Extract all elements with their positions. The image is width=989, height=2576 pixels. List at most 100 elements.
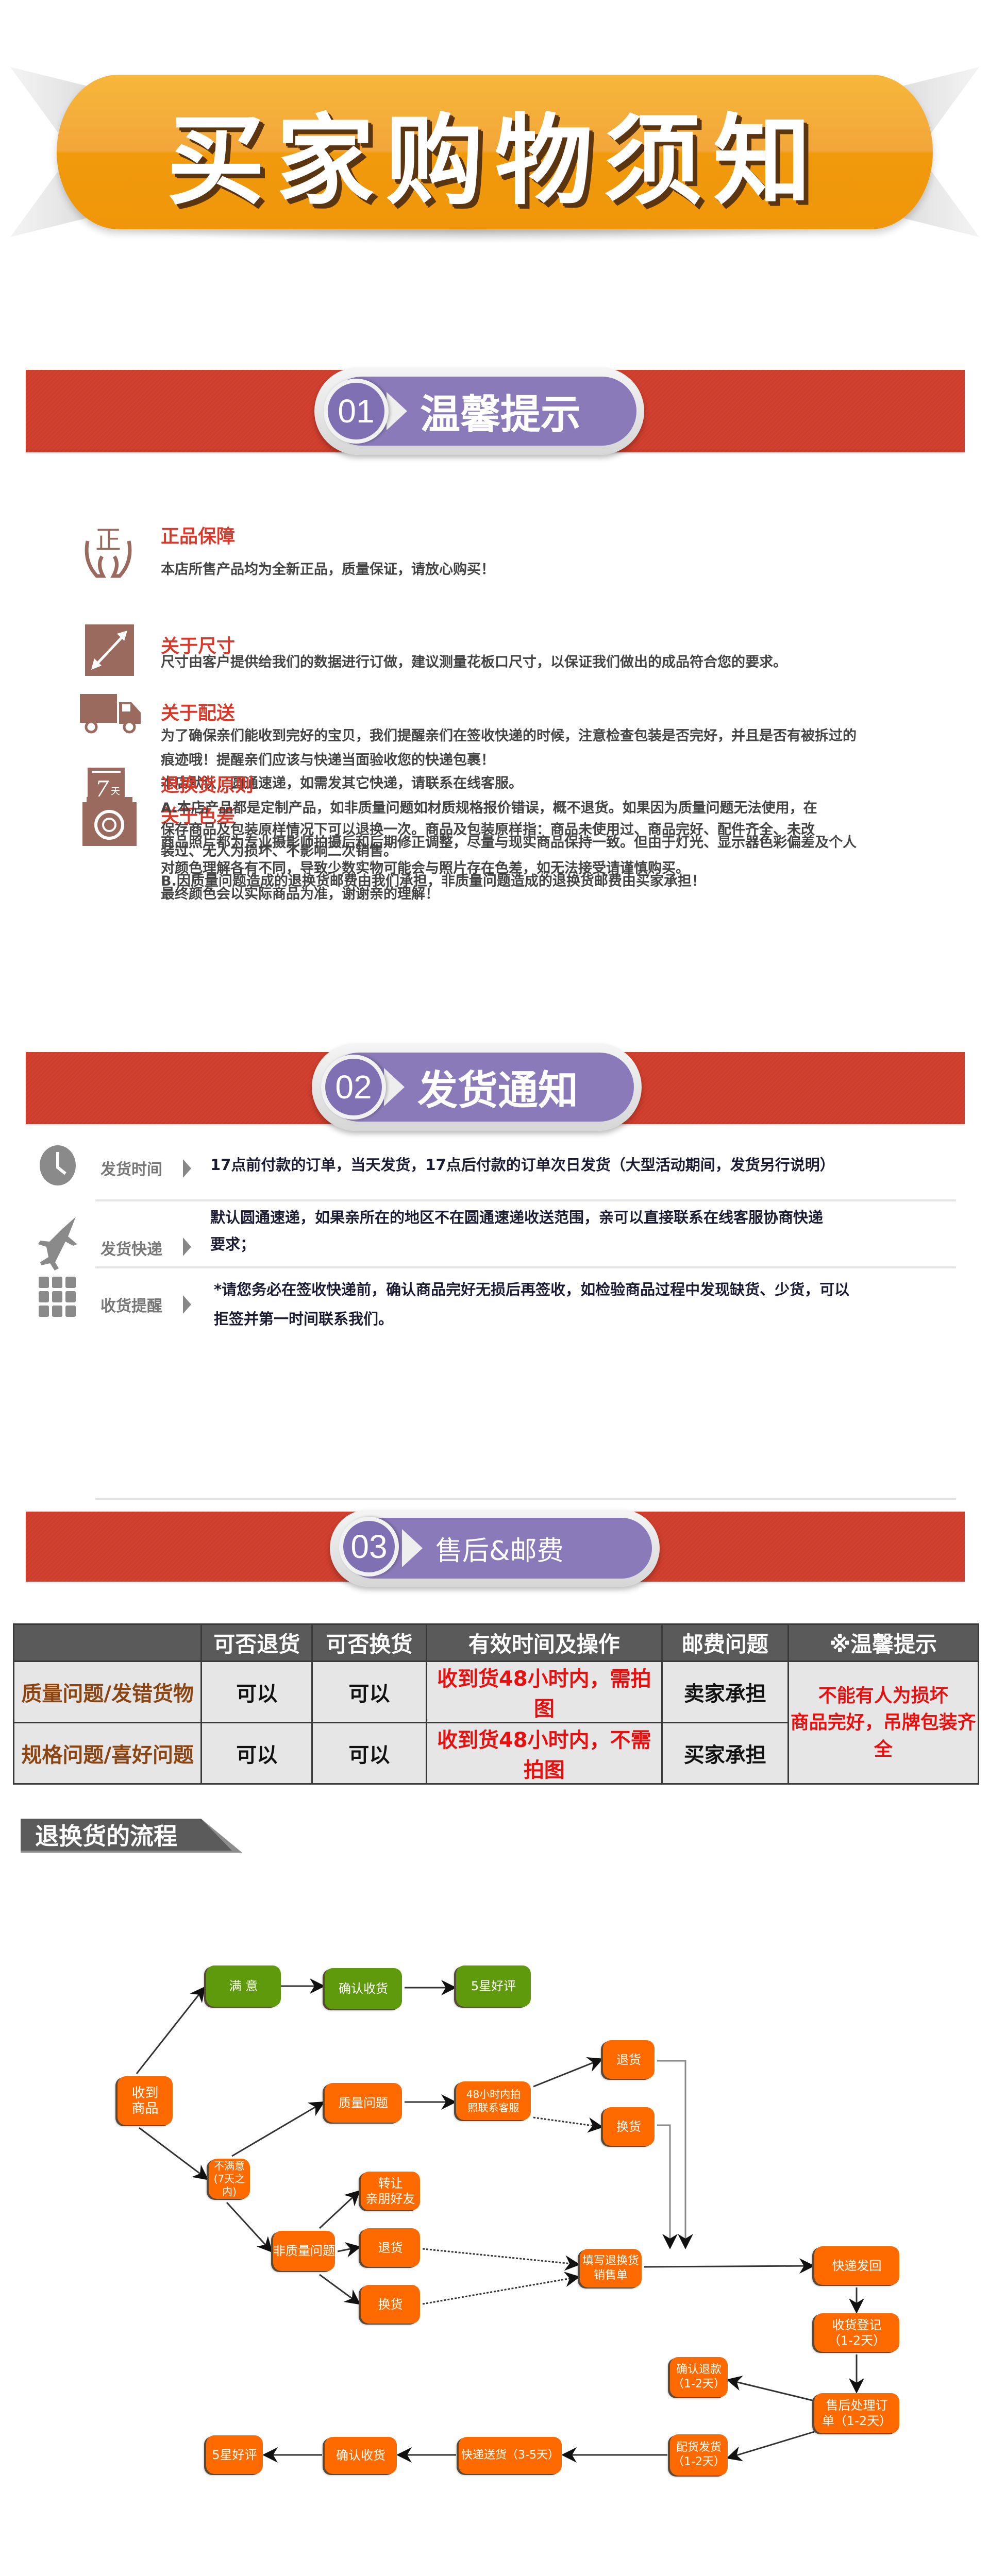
- section-aftersale-header: 03 售后&邮费: [330, 1510, 660, 1587]
- tip-text: 尺寸由客户提供给我们的数据进行订做，建议测量花板口尺寸，以保证我们做出的成品符合…: [161, 654, 787, 670]
- clock-icon: [39, 1145, 77, 1186]
- tip-text: 本店所售产品均为全新正品，质量保证，请放心购买！: [161, 562, 495, 578]
- grid-icon: [39, 1277, 76, 1318]
- tip-text-line: 痕迹哦！提醒亲们应该与快递当面验收您的快递包裹！: [161, 752, 495, 768]
- hero-title: 买家购物须知: [166, 104, 823, 218]
- genuine-hands-icon: 正: [82, 520, 134, 582]
- tip-cell: 不能有人为损坏 商品完好，吊牌包装齐全: [787, 1660, 980, 1785]
- flow-node-process-order: 售后处理订 单（1-2天）: [814, 2393, 899, 2433]
- airplane-icon: [37, 1216, 78, 1273]
- table-header: [12, 1623, 203, 1662]
- table-header-row: 可否退货 可否换货 有效时间及操作 邮费问题 ※温馨提示: [12, 1623, 980, 1662]
- flow-node-five-star-bottom: 5星好评: [206, 2435, 263, 2474]
- truck-icon: [80, 693, 142, 734]
- section-shipping-header: 02 发货通知: [312, 1043, 642, 1131]
- return-cell: 可以: [200, 1722, 313, 1785]
- flow-node-unsatisfied: 不满意 (7天之内): [209, 2159, 250, 2199]
- tip-text-line: A.本店产品都是定制产品，如非质量问题如材质规格报价错误，概不退货。如果因为质量…: [161, 800, 817, 816]
- resize-arrow-icon: [85, 624, 134, 676]
- svg-text:天: 天: [111, 786, 120, 797]
- flow-title-tag: 退换货的流程: [21, 1819, 242, 1853]
- flow-node-transfer: 转让 亲朋好友: [361, 2172, 420, 2210]
- section-tips-header: 01 温馨提示: [314, 367, 644, 455]
- shipping-label: 发货时间: [100, 1161, 162, 1179]
- section-title: 发货通知: [417, 1067, 579, 1114]
- flow-connectors: [136, 1978, 864, 2463]
- shipping-text-line: *请您务必在签收快递前，确认商品完好无损后再签收，如检验商品过程中发现缺货、少货…: [214, 1281, 850, 1298]
- tip-text-line: 最终颜色会以实际商品为准，谢谢亲的理解！: [161, 886, 439, 902]
- divider: [95, 1498, 956, 1500]
- flow-node-quality: 质量问题: [325, 2083, 402, 2123]
- tip-title: 退换货原则: [161, 775, 254, 796]
- flow-node-courier: 快递送货（3-5天）: [459, 2437, 562, 2474]
- flow-node-receive-register: 收货登记 （1-2天）: [814, 2313, 899, 2352]
- table-header: 邮费问题: [661, 1623, 789, 1662]
- window-cell: 收到货48小时内，需拍图: [425, 1660, 663, 1723]
- table-header: 可否换货: [311, 1623, 427, 1662]
- tip-line: 不能有人为损坏: [818, 1685, 948, 1706]
- flow-node-return-upper: 退货: [603, 2040, 655, 2079]
- postage-cell: 卖家承担: [661, 1660, 789, 1723]
- shipping-label: 收货提醒: [100, 1297, 162, 1315]
- tip-text-line: 对颜色理解各有不同，导致少数实物可能会与照片存在色差，如无法接受请谨慎购买。: [161, 860, 690, 876]
- tag-body: [21, 1819, 232, 1851]
- chevron-right-icon: [183, 1159, 191, 1178]
- table-header: 有效时间及操作: [425, 1623, 663, 1662]
- exchange-cell: 可以: [311, 1660, 427, 1723]
- flow-node-ship-back: 快递发回: [814, 2246, 899, 2285]
- chevron-right-icon: [183, 1295, 191, 1314]
- flow-node-pick-ship: 配货发货 （1-2天）: [670, 2434, 728, 2476]
- tip-title: 关于色差: [161, 806, 236, 827]
- row-type: 规格问题/喜好问题: [12, 1722, 203, 1785]
- flow-node-received: 收到 商品: [118, 2076, 173, 2125]
- section-number: 03: [339, 1517, 399, 1577]
- svg-text:正: 正: [95, 525, 121, 555]
- hero-banner: [57, 75, 933, 229]
- section-title: 温馨提示: [420, 392, 581, 438]
- tip-title: 关于尺寸: [161, 636, 236, 657]
- exchange-cell: 可以: [311, 1722, 427, 1785]
- tip-text-line: 为了确保亲们能收到完好的宝贝，我们提醒亲们在签收快递的时候，注意检查包装是否完好…: [161, 728, 857, 744]
- shipping-text: 17点前付款的订单，当天发货，17点后付款的订单次日发货（大型活动期间，发货另行…: [210, 1156, 835, 1174]
- section-number: 01: [324, 379, 389, 444]
- return-cell: 可以: [200, 1660, 313, 1723]
- section-number: 02: [321, 1055, 386, 1120]
- tip-text-line: 保存商品及包装原样情况下可以退换一次。商品及包装原样指：商品未使用过、商品完好、…: [161, 822, 815, 838]
- shipping-label: 发货快递: [100, 1241, 162, 1259]
- table-row: 质量问题/发错货物 可以 可以 收到货48小时内，需拍图 卖家承担 不能有人为损…: [12, 1660, 980, 1785]
- tip-title: 正品保障: [161, 526, 236, 547]
- flow-node-exchange-lower: 换货: [361, 2285, 420, 2324]
- divider: [95, 1266, 956, 1268]
- flow-node-return-lower: 退货: [361, 2228, 420, 2267]
- flow-node-confirm-bottom: 确认收货: [325, 2437, 397, 2474]
- divider: [95, 1199, 956, 1201]
- flow-node-exchange-upper: 换货: [603, 2107, 655, 2146]
- shipping-text-line: 拒签并第一时间联系我们。: [214, 1310, 394, 1328]
- tip-text-line: 本店默认：圆通速递，如需发其它快递，请联系在线客服。: [161, 775, 523, 791]
- flow-node-fill-form: 填写退换货 销售单: [580, 2249, 642, 2287]
- postage-cell: 买家承担: [661, 1722, 789, 1785]
- table-row: 规格问题/喜好问题 可以 可以 收到货48小时内，不需拍图 买家承担: [12, 1722, 979, 1785]
- tip-text-line: 装过、无人为损坏、不影响二次销售。: [161, 843, 397, 859]
- tip-note: B.因质量问题造成的退换货邮费由我们承担，非质量问题造成的退换货邮费由买家承担！: [161, 873, 706, 889]
- flow-node-five-star-top: 5星好评: [456, 1965, 531, 2007]
- flow-node-satisfied: 满 意: [206, 1965, 281, 2007]
- section-title: 售后&邮费: [435, 1535, 564, 1567]
- window-cell: 收到货48小时内，不需拍图: [425, 1722, 663, 1785]
- table-header: ※温馨提示: [787, 1623, 980, 1662]
- shipping-text-line: 要求；: [210, 1235, 256, 1253]
- tip-line: 商品完好，吊牌包装齐全: [790, 1711, 976, 1760]
- shipping-text-line: 默认圆通速递，如果亲所在的地区不在圆通速递收送范围，亲可以直接联系在线客服协商快…: [210, 1209, 824, 1226]
- flow-node-photo-contact: 48小时内拍 照联系客服: [456, 2081, 531, 2120]
- seven-day-calendar-icon: 7 天: [87, 768, 128, 811]
- tip-title: 关于配送: [161, 703, 236, 724]
- flow-title: 退换货的流程: [35, 1822, 177, 1850]
- row-type: 质量问题/发错货物: [12, 1660, 203, 1723]
- svg-text:7: 7: [95, 776, 109, 802]
- flow-node-confirm-top: 确认收货: [325, 1968, 402, 2009]
- policy-table: 可否退货 可否换货 有效时间及操作 邮费问题 ※温馨提示 质量问题/发错货物 可…: [12, 1623, 980, 1785]
- flow-node-confirm-refund: 确认退款 （1-2天）: [670, 2357, 728, 2397]
- table-header: 可否退货: [200, 1623, 313, 1662]
- tip-text-line: 商品照片都为专业摄影师拍摄后和后期修正调整，尽量与现实商品保持一致。但由于灯光、…: [161, 835, 857, 851]
- flow-node-non-quality: 非质量问题: [273, 2231, 335, 2271]
